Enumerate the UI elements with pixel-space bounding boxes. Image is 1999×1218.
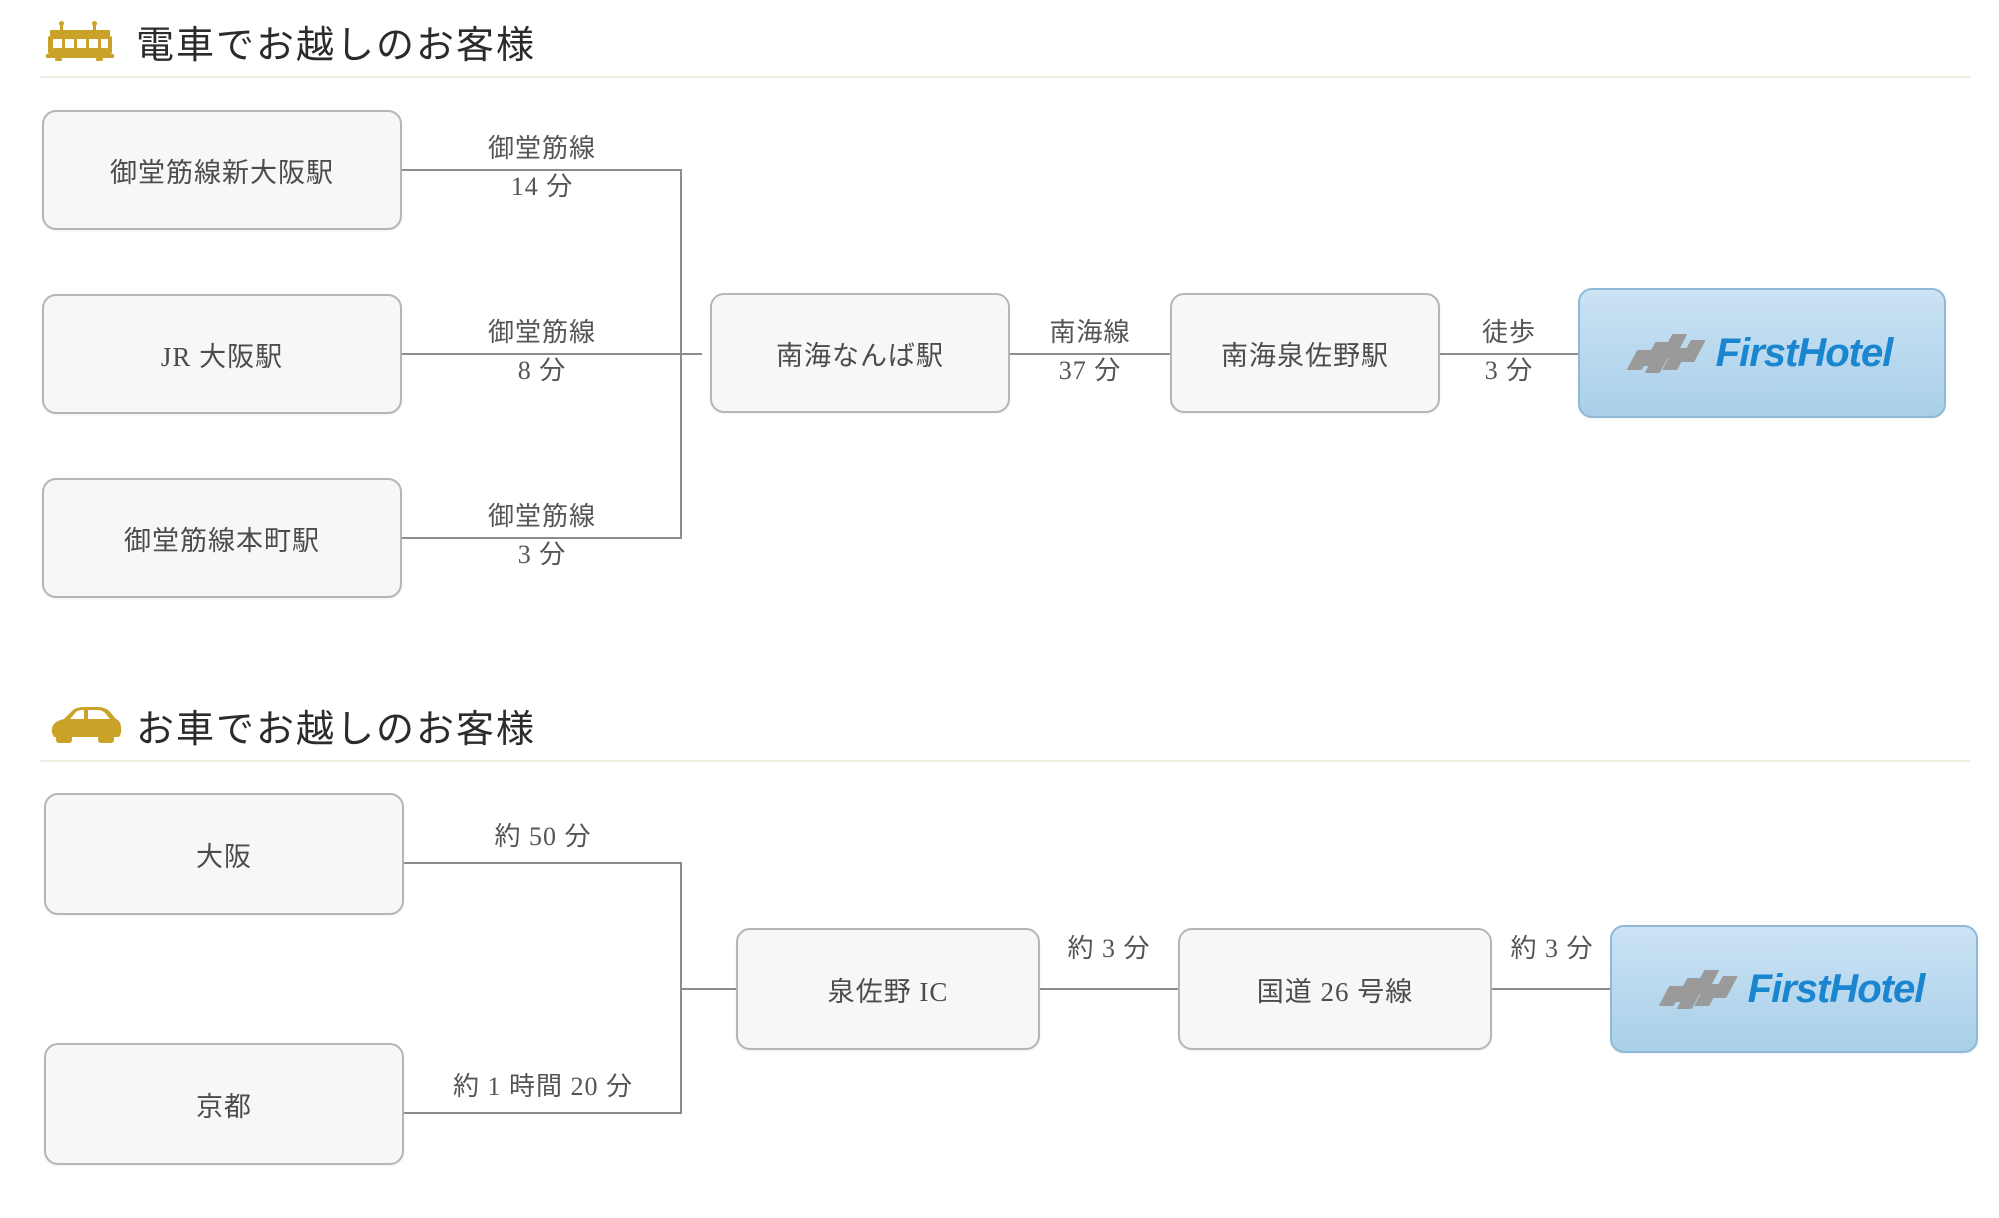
edge-label-car-chain-0: 約 3 分 <box>1067 934 1151 963</box>
first-hotel-logo: FirstHotel <box>1626 331 1894 375</box>
connector-train-branch-0 <box>402 169 682 171</box>
edge-label-car-chain-1: 約 3 分 <box>1510 934 1594 963</box>
node-train-branch-0[interactable]: 御堂筋線新大阪駅 <box>42 110 402 230</box>
edge-label-car-1: 約 1 時間 20 分 <box>452 1072 633 1101</box>
node-car-chain-0[interactable]: 泉佐野 IC <box>736 928 1040 1050</box>
car-icon <box>40 703 136 747</box>
connector-car-branch-1 <box>404 1112 682 1114</box>
connector-train-branch-1 <box>402 353 702 355</box>
connector-car-branch-0 <box>404 862 682 864</box>
edge-label-train-0: 御堂筋線 14 分 <box>487 134 596 201</box>
brand-word-second: Hotel <box>1829 967 1925 1011</box>
brand-word-second: Hotel <box>1797 331 1893 375</box>
edge-label-train-chain-0: 南海線 37 分 <box>1049 318 1131 385</box>
train-icon <box>40 21 136 61</box>
edge-label-train-1: 御堂筋線 8 分 <box>487 318 596 385</box>
connector-train-branch-2 <box>402 537 682 539</box>
first-hotel-wordmark: FirstHotel <box>1747 967 1926 1011</box>
connector-train-bracket <box>680 169 682 539</box>
node-car-destination-hotel[interactable]: FirstHotel <box>1610 925 1978 1053</box>
node-car-branch-1[interactable]: 京都 <box>44 1043 404 1165</box>
brand-word-first: First <box>1715 331 1799 375</box>
node-train-branch-2[interactable]: 御堂筋線本町駅 <box>42 478 402 598</box>
node-train-chain-1[interactable]: 南海泉佐野駅 <box>1170 293 1440 413</box>
section-header-car: お車でお越しのお客様 <box>40 690 1970 762</box>
edge-label-train-2: 御堂筋線 3 分 <box>487 502 596 569</box>
first-hotel-logo: FirstHotel <box>1658 967 1926 1011</box>
connector-car-chain-1 <box>1492 988 1612 990</box>
first-hotel-mark-icon <box>1658 967 1738 1011</box>
connector-train-chain-0 <box>1010 353 1170 355</box>
first-hotel-mark-icon <box>1626 331 1706 375</box>
connector-car-bracket-out <box>680 988 736 990</box>
edge-label-train-chain-1: 徒歩 3 分 <box>1481 318 1536 385</box>
node-car-branch-0[interactable]: 大阪 <box>44 793 404 915</box>
node-car-chain-1[interactable]: 国道 26 号線 <box>1178 928 1492 1050</box>
section-title-train: 電車でお越しのお客様 <box>136 24 537 67</box>
node-train-chain-0[interactable]: 南海なんば駅 <box>710 293 1010 413</box>
brand-word-first: First <box>1747 967 1831 1011</box>
node-train-destination-hotel[interactable]: FirstHotel <box>1578 288 1946 418</box>
section-header-train: 電車でお越しのお客様 <box>40 6 1970 78</box>
first-hotel-wordmark: FirstHotel <box>1715 331 1894 375</box>
connector-car-chain-0 <box>1040 988 1178 990</box>
edge-label-car-0: 約 50 分 <box>494 822 592 851</box>
connector-train-chain-1 <box>1440 353 1578 355</box>
node-train-branch-1[interactable]: JR 大阪駅 <box>42 294 402 414</box>
section-title-car: お車でお越しのお客様 <box>136 708 537 751</box>
